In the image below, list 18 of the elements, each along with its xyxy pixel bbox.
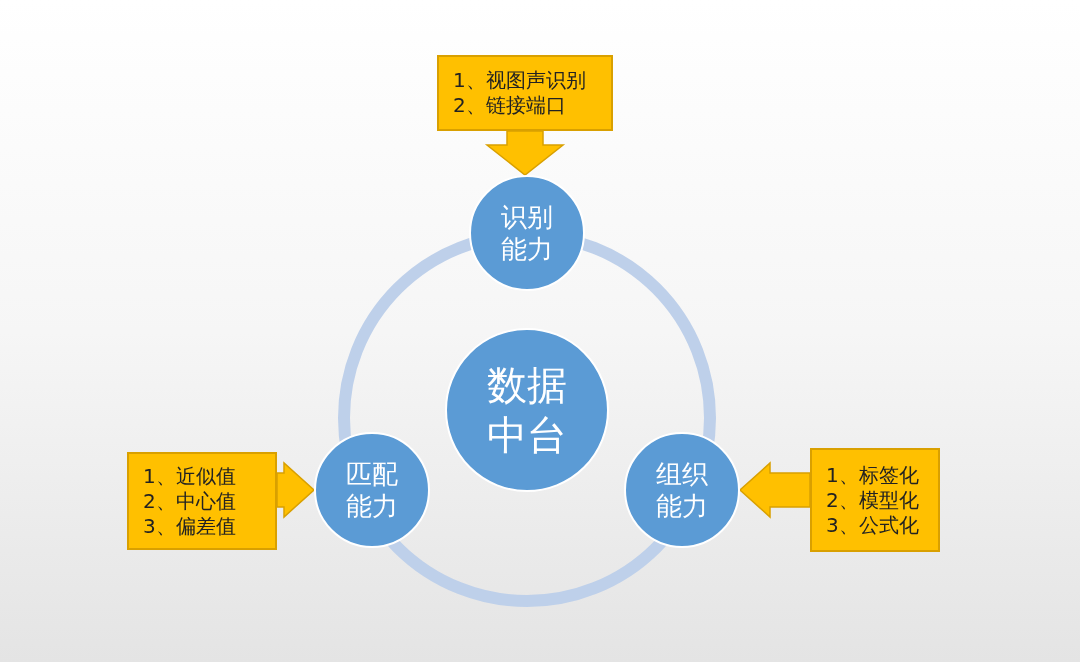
list-item: 3、公式化 <box>826 512 919 538</box>
list-item: 2、模型化 <box>826 487 919 513</box>
block-arrow <box>738 461 811 519</box>
callout-box <box>437 55 613 131</box>
callout-box <box>810 448 940 552</box>
node-label: 匹配能力 <box>345 457 399 523</box>
list-item: 3、偏差值 <box>143 513 236 539</box>
callout-box <box>127 452 277 550</box>
list-item: 2、链接端口 <box>453 93 566 118</box>
list-item: 2、中心值 <box>143 488 236 514</box>
list-item: 1、近似值 <box>143 463 236 489</box>
node-label: 识别能力 <box>500 200 554 266</box>
node-label: 组织能力 <box>655 457 709 523</box>
node-label: 数据中台 <box>486 361 568 460</box>
block-arrow <box>484 130 566 176</box>
block-arrow <box>276 461 316 519</box>
list-item: 1、视图声识别 <box>453 68 586 93</box>
list-item: 1、标签化 <box>826 462 919 488</box>
